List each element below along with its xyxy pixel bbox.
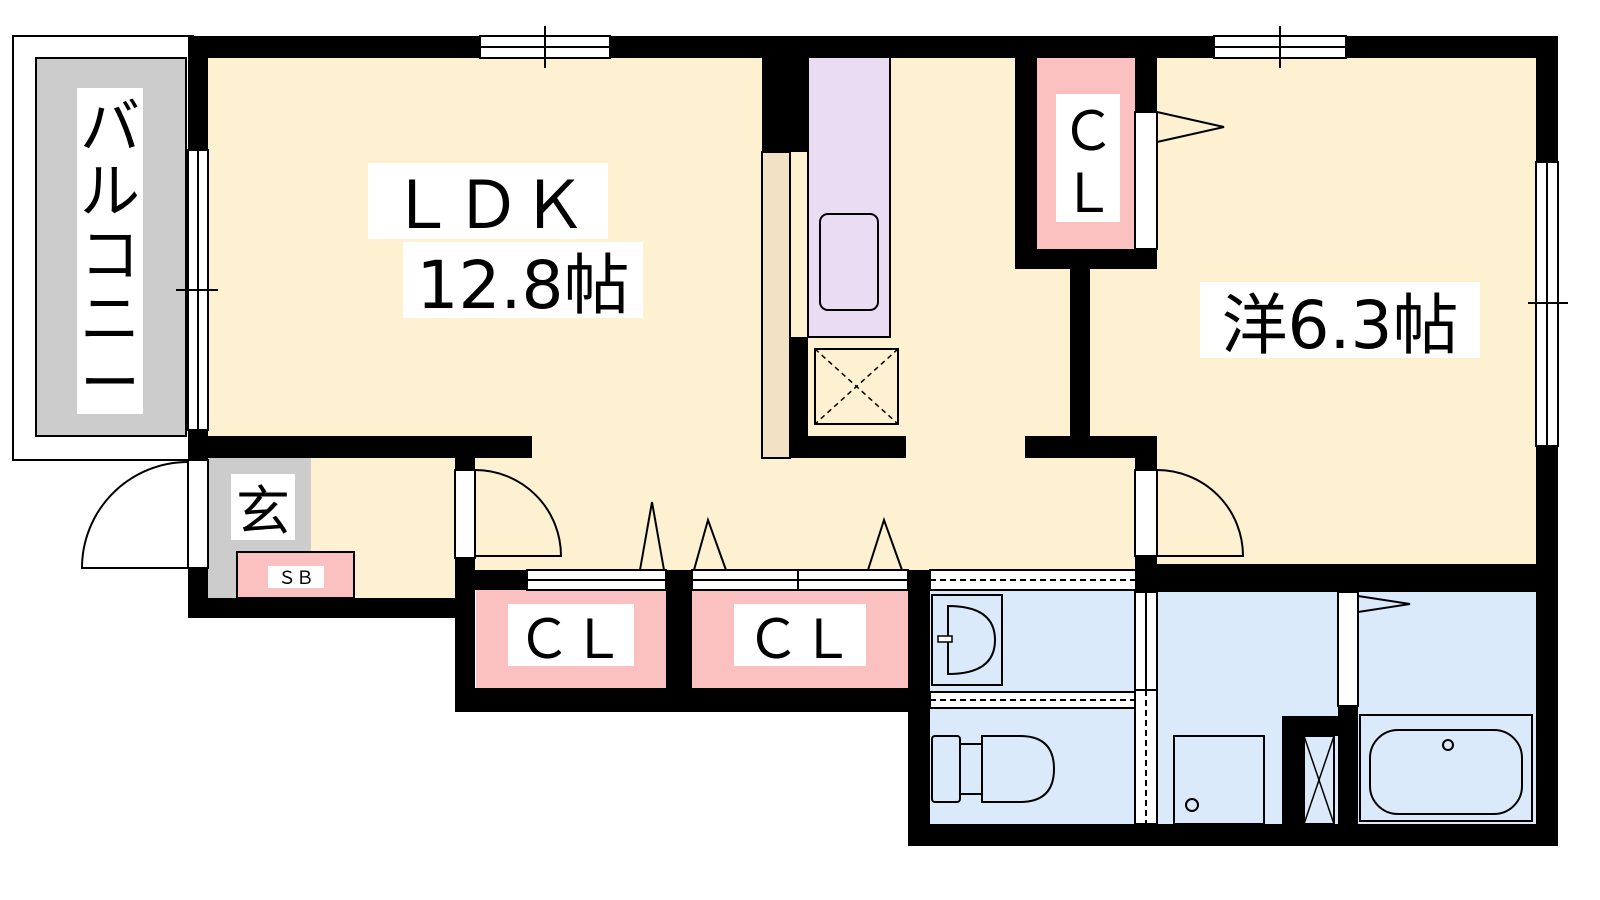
toilet-bowl [981,735,1056,803]
balcony-char-5: ー [80,349,140,419]
shoe-box [236,551,355,599]
shoe-box-label: ＳＢ [278,568,314,589]
corridor-floor [455,440,1135,575]
balcony-char-2: ル [80,157,140,227]
labels: ＬＤＫ 12.8帖 洋6.3帖 バ ル コ ニ ー 玄 ＳＢ ＣＬ ＣＬ Ｃ Ｌ [77,88,1480,671]
western-room-upper-floor [1157,57,1537,267]
kitchen-fixtures [761,56,899,459]
closet-top-char-1: Ｃ [1061,100,1115,163]
closet-lower-left-label: ＣＬ [517,608,625,671]
hall-door-swing [474,469,563,557]
kitchen-counter [807,56,891,338]
fridge-stand [761,151,791,459]
bathroom-door [1357,595,1411,613]
kitchen-lower-floor [900,260,1080,440]
entrance-door-swing [80,461,189,569]
washbasin-bowl [947,604,997,676]
western-door-swing [1156,469,1245,557]
ldk-name-label: ＬＤＫ [389,167,587,244]
washbasin-counter [931,594,1003,686]
closet-top-char-2: Ｌ [1061,162,1115,225]
toilet-floor [930,708,1136,824]
stove-box [814,348,899,425]
western-room-label: 洋6.3帖 [1222,287,1459,364]
entrance-label: 玄 [236,480,290,543]
laundry-floor [1157,590,1340,824]
kitchen-sink [819,213,879,311]
closet-lower-right-label: ＣＬ [746,608,854,671]
washroom-floor [930,580,1136,692]
bathtub [1359,714,1533,822]
balcony-char-4: ニ [80,285,140,355]
bathroom-floor [1357,590,1536,824]
closet-top-door [1156,111,1225,143]
windows [176,26,1568,447]
balcony-char-1: バ [80,93,140,163]
ldk-size-label: 12.8帖 [417,247,630,324]
balcony-char-3: コ [80,221,140,291]
wet-fixtures [931,594,1533,825]
doors [80,111,1411,825]
